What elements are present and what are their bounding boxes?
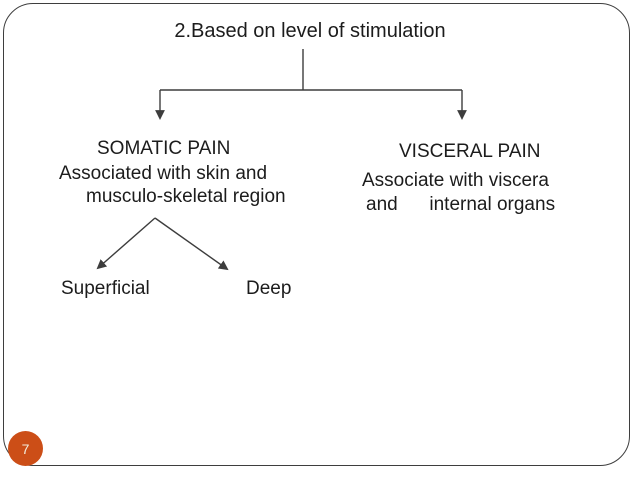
slide-frame bbox=[3, 3, 630, 466]
visceral-pain-description-line1: Associate with viscera bbox=[362, 170, 549, 191]
visceral-pain-heading: VISCERAL PAIN bbox=[399, 141, 541, 162]
page-number: 7 bbox=[21, 440, 30, 457]
somatic-pain-heading: SOMATIC PAIN bbox=[97, 138, 231, 159]
somatic-pain-description-line1: Associated with skin and bbox=[59, 163, 268, 184]
slide-title: 2.Based on level of stimulation bbox=[174, 20, 446, 42]
superficial-label: Superficial bbox=[61, 278, 150, 299]
page-number-badge: 7 bbox=[8, 431, 43, 466]
deep-label: Deep bbox=[246, 278, 292, 299]
somatic-pain-description-line2: musculo-skeletal region bbox=[86, 186, 286, 207]
visceral-pain-description-line2: and internal organs bbox=[366, 194, 556, 215]
